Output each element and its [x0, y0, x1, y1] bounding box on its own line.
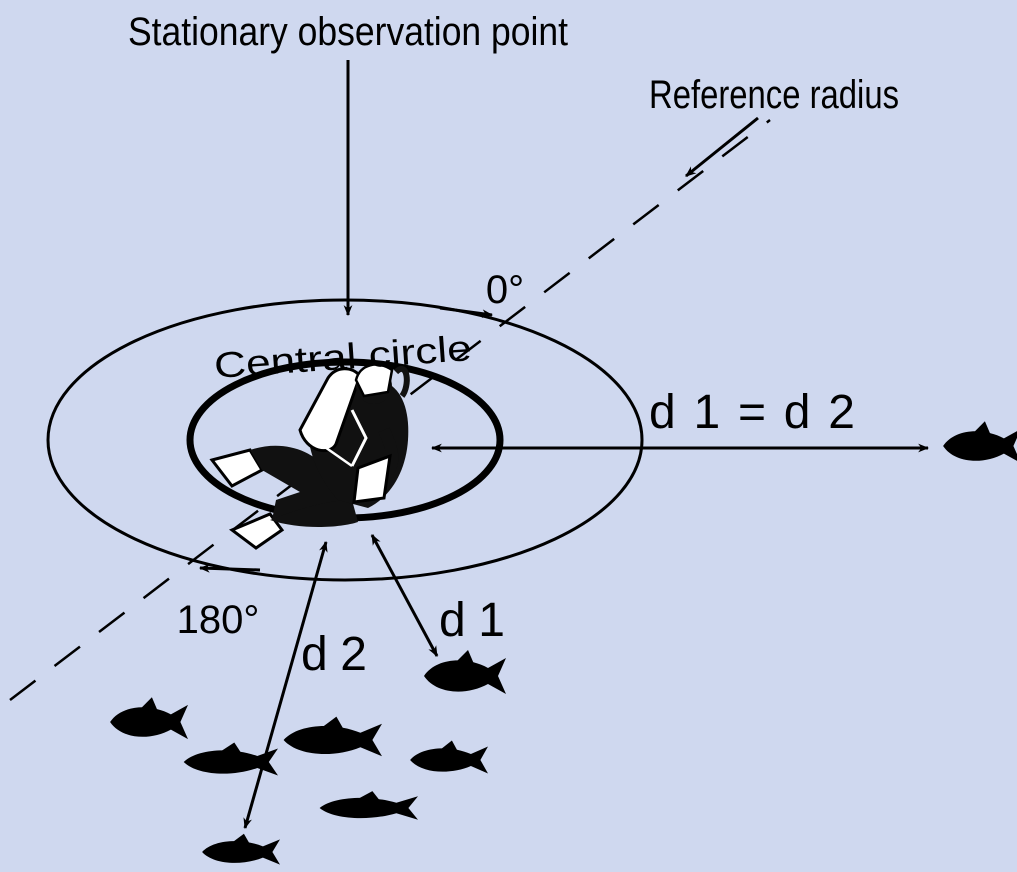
distance-equality-label: d 1 = d 2: [649, 386, 855, 439]
rotation-arrow-bottom: [200, 568, 260, 570]
diver-icon: [212, 365, 408, 548]
angle-zero-label: 0°: [486, 268, 524, 312]
rotation-arrow-top: [440, 308, 492, 315]
distance-d1-arrow: [372, 535, 437, 656]
stationary-observation-label: Stationary observation point: [128, 10, 568, 54]
reference-radius-label: Reference radius: [649, 73, 899, 117]
reference-radius-pointer: [686, 118, 758, 176]
fish-icon: [110, 421, 1017, 864]
angle-180-label: 180°: [177, 598, 260, 642]
distance-d2-arrow: [245, 542, 326, 828]
distance-d1-label: d 1: [439, 594, 505, 647]
distance-d2-label: d 2: [301, 628, 367, 681]
